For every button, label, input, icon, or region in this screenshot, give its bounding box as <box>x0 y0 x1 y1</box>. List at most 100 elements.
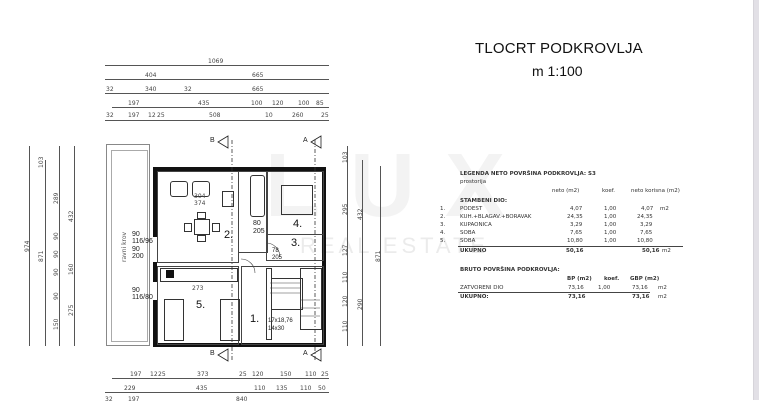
dim-label: 508 <box>209 112 221 119</box>
dim-label: 85 <box>316 100 324 107</box>
dim-label: 150 <box>280 371 292 378</box>
door-3-width: 78 <box>272 248 279 254</box>
dim-label: 197 <box>128 100 140 107</box>
table-divider <box>458 246 683 247</box>
drawing-scale: m 1:100 <box>532 63 583 79</box>
row-name: SOBA <box>460 230 476 236</box>
row-koef: 1,00 <box>604 214 617 220</box>
dim-label: 110 <box>305 371 317 378</box>
dim-label: 871 <box>375 250 382 262</box>
dim-label: 120 <box>272 100 284 107</box>
col-header-neto: neto (m2) <box>552 188 580 194</box>
dim-label: 340 <box>145 86 157 93</box>
row-koef: 1,00 <box>598 285 611 291</box>
window-2-width: 90 <box>132 287 140 294</box>
legend-subtitle: prostorija <box>460 179 487 185</box>
row-korisna: 10,80 <box>637 238 653 244</box>
watermark-subtitle: REAL ESTATE <box>300 233 490 258</box>
dim-label: 32 <box>106 112 114 119</box>
window-1-height: 116/96 <box>132 238 153 245</box>
dim-label: 10 <box>265 112 273 119</box>
total-neto: 50,16 <box>566 248 584 254</box>
dim-label: 100 <box>298 100 310 107</box>
room-2-label: 2. <box>224 229 234 241</box>
dim-label: 110 <box>254 385 266 392</box>
row-num: 5. <box>440 238 446 244</box>
door-2-width: 80 <box>253 220 261 227</box>
row-neto: 7,65 <box>570 230 583 236</box>
row-num: 2. <box>440 214 446 220</box>
room-4-label: 4. <box>293 218 303 230</box>
col-header-bp: BP (m2) <box>567 276 592 282</box>
section-b-bottom: B <box>210 350 215 357</box>
row-korisna: 3,29 <box>640 222 653 228</box>
window-2-height: 116/80 <box>132 294 153 301</box>
total-unit: m2 <box>662 248 671 254</box>
col-header-korisna: neto korisna (m2) <box>631 188 680 194</box>
dim-label: 25 <box>321 112 329 119</box>
row-name: PODEST <box>460 206 483 212</box>
col-header-koef: koef. <box>602 188 616 194</box>
dim-label: 25 <box>157 112 165 119</box>
dim-label: 120 <box>342 295 349 307</box>
dim-label: 32 <box>184 86 192 93</box>
legend-section: STAMBENI DIO: <box>460 198 508 204</box>
dim-label: 432 <box>357 208 364 220</box>
watermark-brand: LUX <box>265 136 535 236</box>
row-koef: 1,00 <box>604 238 617 244</box>
row-korisna: 4,07 <box>641 206 654 212</box>
total-unit: m2 <box>658 294 667 300</box>
total-label: UKUPNO <box>460 248 487 254</box>
stairs-tread: 14x30 <box>268 326 285 332</box>
dim-label: 197 <box>128 112 140 119</box>
row-neto: 3,29 <box>570 222 583 228</box>
row-name: ZATVORENI DIO <box>460 285 504 291</box>
row-neto: 10,80 <box>567 238 583 244</box>
dim-label: 665 <box>252 86 264 93</box>
room-1-label: 1. <box>250 313 260 325</box>
drawing-title: TLOCRT PODKROVLJA <box>475 40 643 57</box>
row-name: SOBA <box>460 238 476 244</box>
dim-label: 120 <box>252 371 264 378</box>
dim-label: 127 <box>342 244 349 256</box>
door-1-height: 200 <box>132 253 144 260</box>
dim-label: 404 <box>145 72 157 79</box>
total-gbp: 73,16 <box>632 294 650 300</box>
stairs-rise: 17x18,76 <box>268 318 293 324</box>
dim-label: 100 <box>251 100 263 107</box>
dim-label: 25 <box>239 371 247 378</box>
row-unit: m2 <box>658 285 667 291</box>
dim-label: 12 <box>150 371 158 378</box>
row-koef: 1,00 <box>604 206 617 212</box>
dim-label: 110 <box>300 385 312 392</box>
dim-label: 290 <box>357 298 364 310</box>
col-header-koef: koef. <box>604 276 620 282</box>
room-5-label: 5. <box>196 299 206 311</box>
door-2-height: 205 <box>253 228 265 235</box>
dim-label: 373 <box>197 371 209 378</box>
row-korisna: 24,35 <box>637 214 653 220</box>
row-num: 4. <box>440 230 446 236</box>
row-neto: 4,07 <box>570 206 583 212</box>
total-bp: 73,16 <box>568 294 586 300</box>
dim-label: 197 <box>130 371 142 378</box>
section-a-bottom: A <box>303 350 308 357</box>
legend-number: S3 <box>588 171 596 177</box>
window-1-width: 90 <box>132 231 140 238</box>
row-gbp: 73,16 <box>632 285 648 291</box>
row-name: KUH.+BLAGAV.+BORAVAK <box>460 214 532 220</box>
legend-neto-title: LEGENDA NETO POVRŠINA PODKROVLJA: S3 <box>460 171 596 177</box>
legend-title-text: LEGENDA NETO POVRŠINA PODKROVLJA: <box>460 171 587 177</box>
row-neto: 24,35 <box>567 214 583 220</box>
section-b-top: B <box>210 137 215 144</box>
dim-top-total: 1069 <box>208 58 224 65</box>
door-3-height: 205 <box>272 255 283 261</box>
dim-label: 135 <box>276 385 288 392</box>
dim-label: 260 <box>292 112 304 119</box>
viewer-edge <box>753 0 759 400</box>
dim-label: 229 <box>124 385 136 392</box>
section-a-top: A <box>303 137 308 144</box>
dim-label: 435 <box>198 100 210 107</box>
row-koef: 1,00 <box>604 230 617 236</box>
